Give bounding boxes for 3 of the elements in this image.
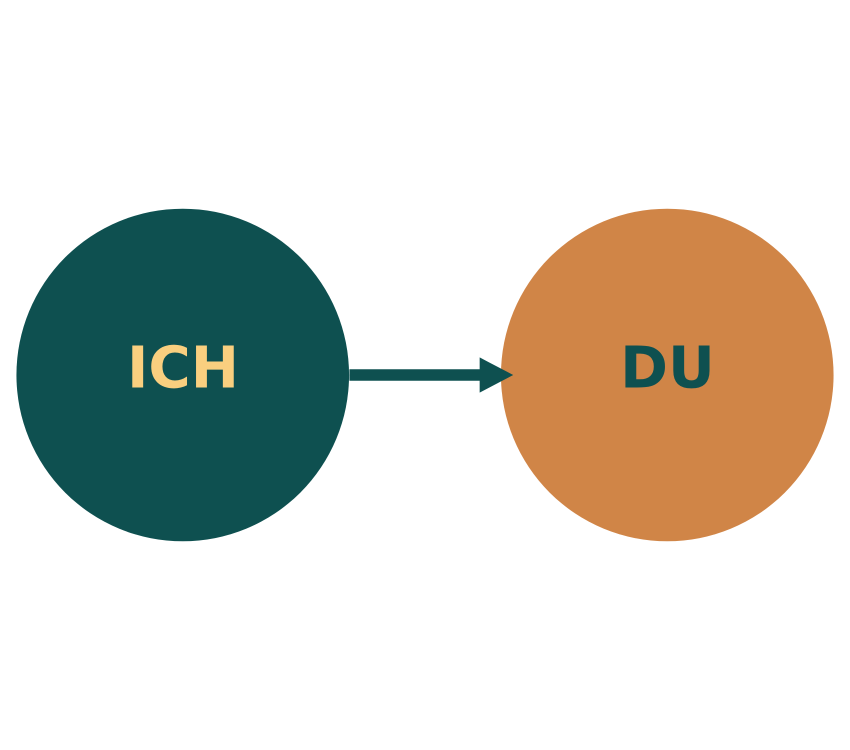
node-circle: DU xyxy=(500,208,834,542)
node-circle: ICH xyxy=(16,208,350,542)
arrow xyxy=(349,357,514,393)
